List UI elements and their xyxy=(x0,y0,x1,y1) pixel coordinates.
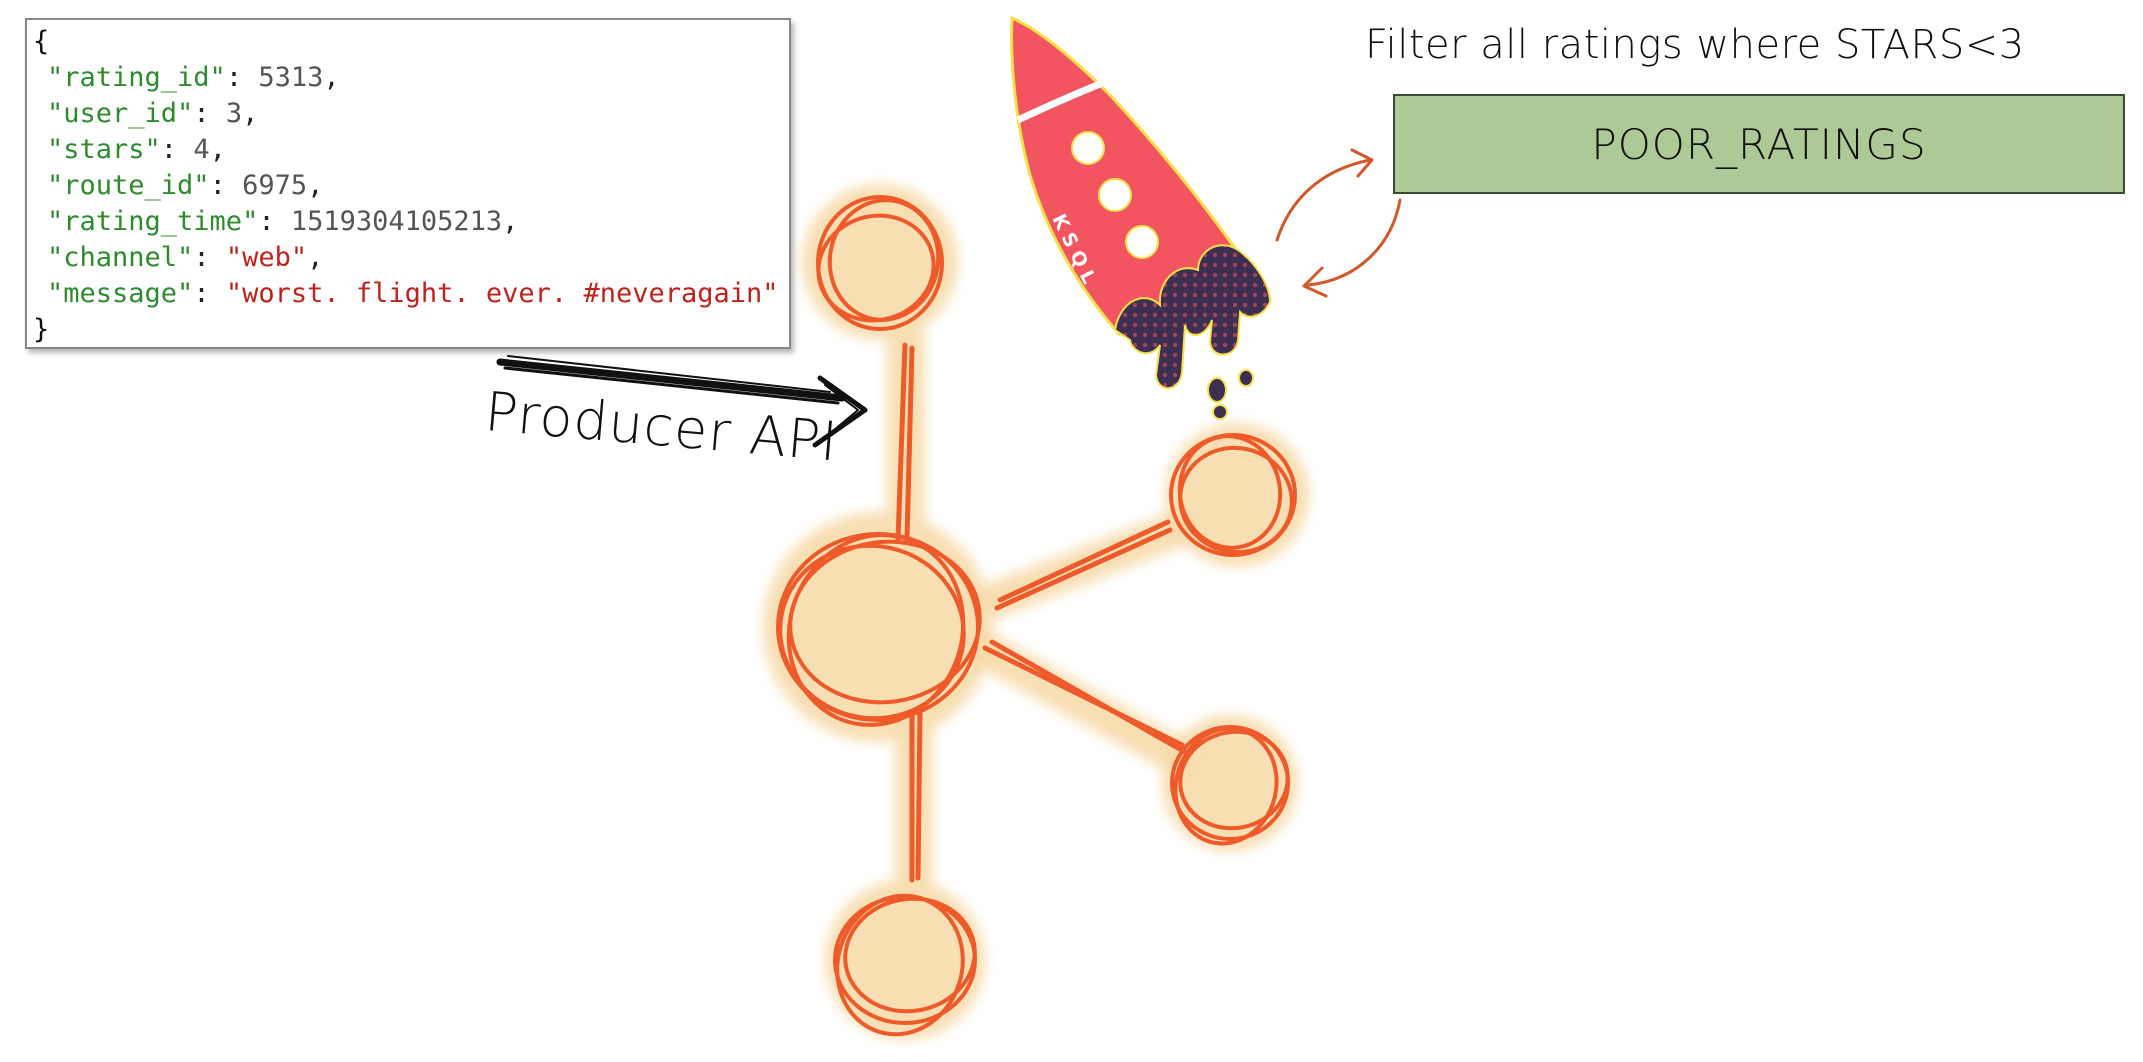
json-key: "channel" xyxy=(47,242,194,273)
json-open-brace: { xyxy=(33,26,50,57)
json-value: 3 xyxy=(225,98,243,129)
json-field-row: "user_id": 3, xyxy=(47,98,259,129)
json-field-row: "message": "worst. flight. ever. #nevera… xyxy=(47,278,779,309)
json-close-brace: } xyxy=(33,314,50,345)
json-field-row: "rating_id": 5313, xyxy=(47,62,340,93)
json-field-row: "route_id": 6975, xyxy=(47,170,324,201)
json-key: "rating_time" xyxy=(47,206,259,237)
json-field-row: "channel": "web", xyxy=(47,242,324,273)
json-value: 4 xyxy=(193,134,210,165)
json-value: 5313 xyxy=(258,62,324,93)
json-key: "stars" xyxy=(47,134,161,165)
json-key: "route_id" xyxy=(47,170,210,201)
filter-description-label: Filter all ratings where STARS<3 xyxy=(1365,22,2025,68)
ksql-rocket-icon: KSQL xyxy=(1010,15,1272,420)
json-field-row: "stars": 4, xyxy=(47,134,226,165)
json-key: "rating_id" xyxy=(47,62,226,93)
json-value: 6975 xyxy=(242,170,308,201)
cycle-arrows-icon xyxy=(1275,148,1402,298)
json-key: "message" xyxy=(47,278,194,309)
stream-name-label: POOR_RATINGS xyxy=(1591,119,1927,169)
json-key: "user_id" xyxy=(47,98,194,129)
json-field-row: "rating_time": 1519304105213, xyxy=(47,206,519,237)
poor-ratings-stream-box: POOR_RATINGS xyxy=(1393,94,2125,194)
json-value: "worst. flight. ever. #neveragain" xyxy=(225,278,779,309)
kafka-cluster-icon xyxy=(763,184,1309,1040)
json-record-box: { "rating_id": 5313, "user_id": 3, "star… xyxy=(25,18,791,349)
producer-arrow-icon xyxy=(496,355,868,448)
json-value: 1519304105213 xyxy=(290,206,503,237)
json-value: "web" xyxy=(225,242,308,273)
